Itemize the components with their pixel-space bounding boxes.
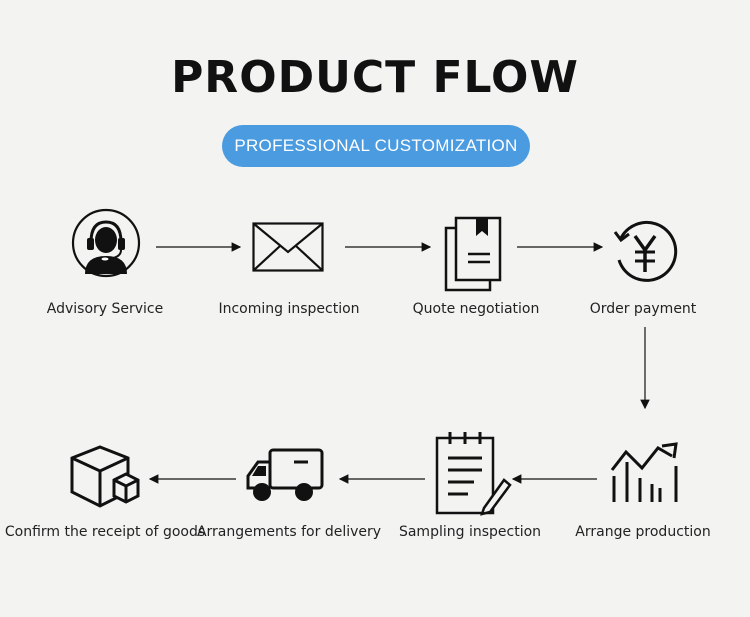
- envelope-icon: [252, 222, 324, 272]
- delivery-truck-icon: [246, 448, 324, 504]
- clipboard-pen-icon: [434, 430, 512, 516]
- step-label-receipt: Confirm the receipt of goods: [4, 524, 206, 540]
- bar-chart-icon: [610, 440, 680, 504]
- step-label-payment: Order payment: [589, 301, 697, 317]
- step-label-advisory: Advisory Service: [46, 301, 164, 317]
- subtitle-badge: PROFESSIONAL CUSTOMIZATION: [222, 125, 530, 167]
- page-title: PRODUCT FLOW: [171, 52, 579, 103]
- step-label-delivery: Arrangements for delivery: [196, 524, 382, 540]
- headset-agent-icon: [71, 208, 141, 278]
- document-icon: [444, 216, 502, 292]
- step-label-incoming: Incoming inspection: [218, 301, 360, 317]
- step-label-sampling: Sampling inspection: [398, 524, 542, 540]
- boxes-icon: [70, 444, 140, 510]
- step-label-production: Arrange production: [575, 524, 711, 540]
- yen-coin-icon: [611, 218, 679, 286]
- step-label-quote: Quote negotiation: [412, 301, 540, 317]
